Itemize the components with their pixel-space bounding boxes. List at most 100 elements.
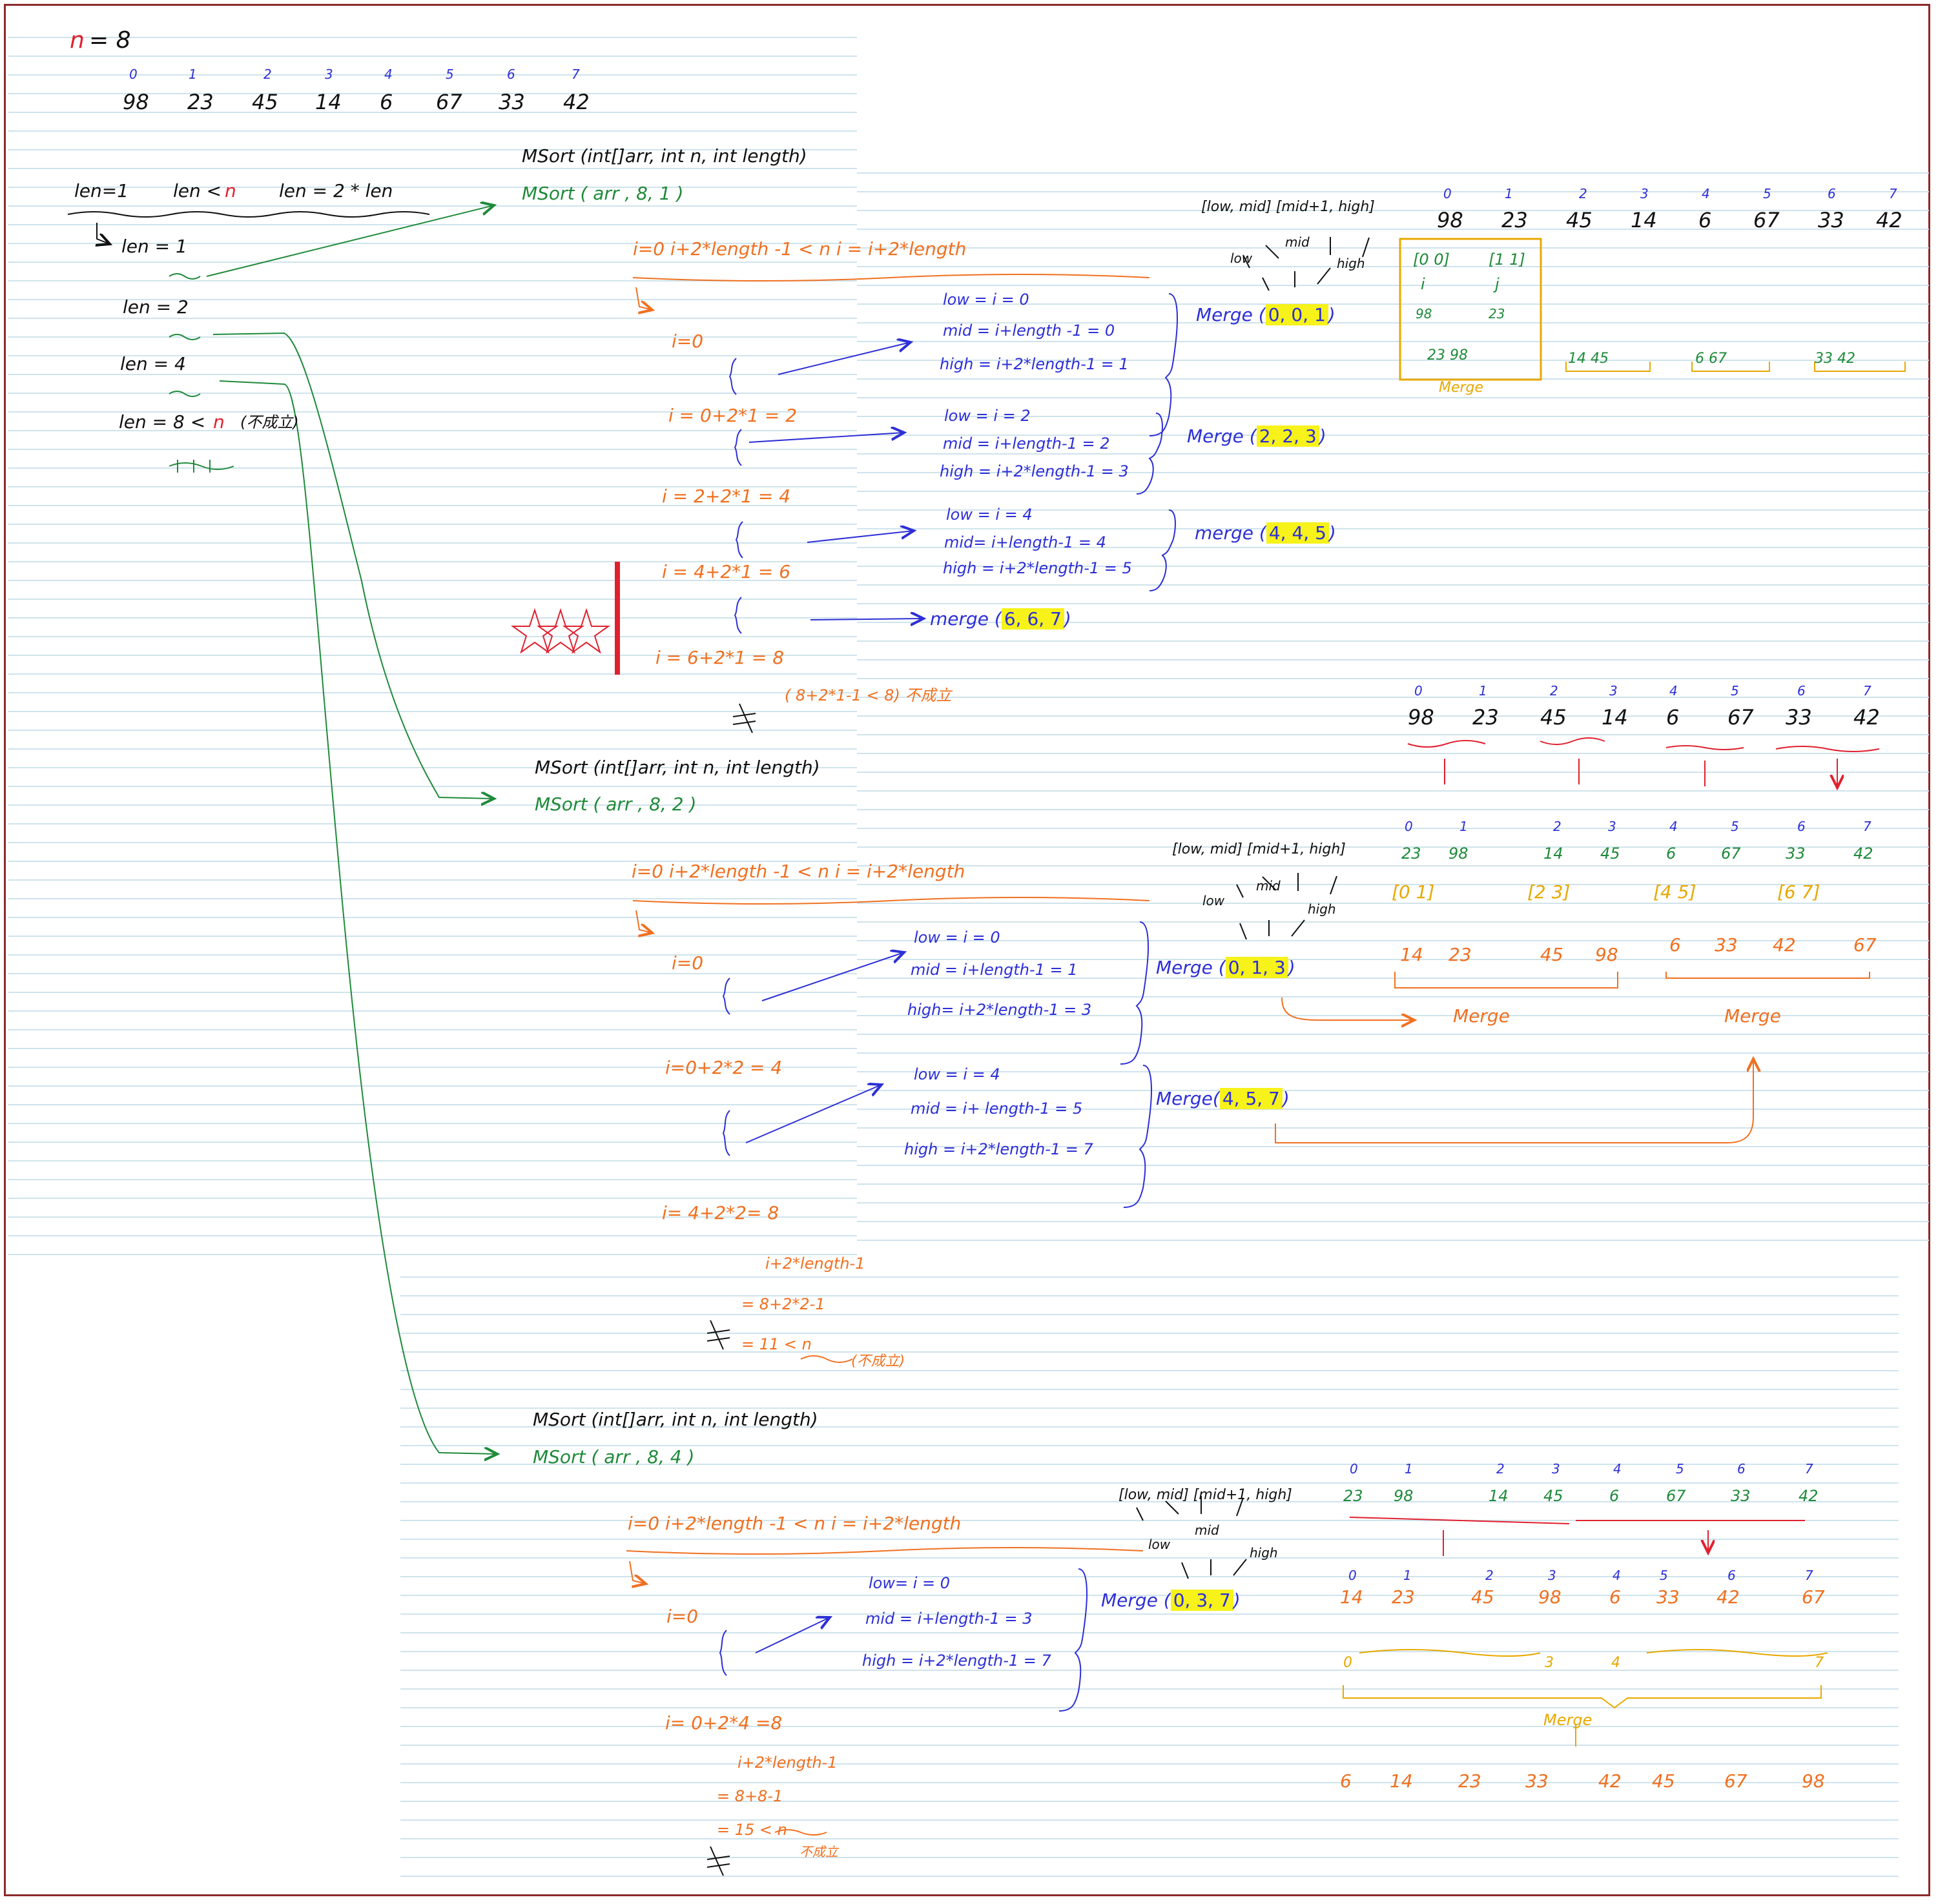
s3-final-value-6: 67 <box>1724 1770 1747 1792</box>
s3-mid-index-1: 1 <box>1403 1568 1412 1583</box>
s3-top-value-5: 67 <box>1666 1487 1686 1505</box>
s2-merged-right-3: 67 <box>1853 934 1877 956</box>
header-value-3: 14 <box>315 90 342 114</box>
s3-top-index-0: 0 <box>1350 1461 1358 1477</box>
s3-final-value-5: 45 <box>1652 1770 1675 1792</box>
s1-array-value-6: 33 <box>1818 208 1844 232</box>
loop-init: len=1 <box>74 180 129 201</box>
s2-top-index-0: 0 <box>1414 683 1423 699</box>
s2-top-index-2: 2 <box>1550 683 1558 699</box>
s2-merge-2: Merge(4, 5, 7) <box>1156 1088 1290 1109</box>
s3-top-index-6: 6 <box>1737 1461 1746 1477</box>
s3-top-value-3: 45 <box>1543 1487 1563 1505</box>
s2-top-index-4: 4 <box>1669 683 1678 699</box>
s2-top-value-3: 14 <box>1602 705 1628 730</box>
s2-merged-left-2: 45 <box>1540 944 1563 965</box>
s1-box-j: j <box>1495 275 1500 293</box>
s3-range-7: 7 <box>1815 1655 1824 1671</box>
s3-merge-label: Merge <box>1543 1711 1593 1729</box>
s3-top-index-4: 4 <box>1613 1461 1622 1477</box>
s2-top-value-1: 23 <box>1472 705 1499 730</box>
for-loop-1: i=0 i+2*length -1 < n i = i+2*length <box>633 238 967 260</box>
s3-calc-0: i+2*length-1 <box>737 1754 838 1772</box>
s2-sorted-index-1: 1 <box>1459 819 1468 834</box>
s3-top-index-2: 2 <box>1496 1461 1505 1477</box>
s2-sorted-value-7: 42 <box>1853 845 1873 863</box>
s3-top-index-3: 3 <box>1552 1461 1560 1477</box>
s2-g2-high: high = i+2*length-1 = 7 <box>904 1140 1093 1158</box>
s2-merged-right-1: 33 <box>1715 934 1738 956</box>
s1-i-8: i = 6+2*1 = 8 <box>655 647 785 668</box>
header-index-7: 7 <box>572 67 580 82</box>
s2-calc-2: = 11 < n <box>741 1335 812 1353</box>
s2-top-value-4: 6 <box>1666 705 1680 730</box>
s1-array-value-7: 42 <box>1876 208 1902 232</box>
s2-g2-low: low = i = 4 <box>914 1065 1000 1083</box>
s1-g1-mid: mid = i+length -1 = 0 <box>943 322 1115 340</box>
page-frame <box>4 4 1930 1896</box>
s3-final-value-1: 14 <box>1390 1770 1413 1792</box>
header-value-1: 23 <box>187 90 214 114</box>
s3-range-head: [low, mid] [mid+1, high] <box>1118 1487 1292 1503</box>
s1-g1-high: high = i+2*length-1 = 1 <box>940 355 1129 373</box>
s1-range-mid: mid <box>1285 234 1310 250</box>
s3-top-index-5: 5 <box>1676 1461 1684 1477</box>
s2-merge-label-2: Merge <box>1724 1005 1781 1027</box>
s2-calc-3: (不成立) <box>851 1353 905 1369</box>
s3-g1-mid: mid = i+length-1 = 3 <box>865 1610 1033 1628</box>
s1-box-right: [1 1] <box>1489 251 1525 269</box>
s2-merged-left-0: 14 <box>1400 944 1423 965</box>
len-2-label: len = 2 <box>123 296 189 318</box>
s2-top-value-7: 42 <box>1853 705 1880 730</box>
s3-top-value-4: 6 <box>1609 1487 1620 1505</box>
s2-sorted-index-4: 4 <box>1669 819 1678 834</box>
s3-range-4: 4 <box>1611 1655 1620 1671</box>
s2-calc-0: i+2*length-1 <box>765 1254 865 1273</box>
header-index-2: 2 <box>263 67 272 82</box>
s3-final-value-0: 6 <box>1340 1770 1352 1792</box>
header-value-5: 67 <box>436 90 462 114</box>
s1-merge-1: Merge (0, 0, 1) <box>1196 304 1335 325</box>
len-1-label: len = 1 <box>121 236 187 257</box>
s1-array-value-3: 14 <box>1631 208 1657 232</box>
s3-final-value-3: 33 <box>1525 1770 1549 1792</box>
s3-mid-index-5: 5 <box>1660 1568 1668 1583</box>
s3-range-0: 0 <box>1343 1655 1352 1671</box>
s3-i-8: i= 0+2*4 =8 <box>665 1712 783 1734</box>
s1-g3-mid: mid= i+length-1 = 4 <box>944 533 1106 551</box>
s2-top-value-6: 33 <box>1786 705 1812 730</box>
s2-merged-right-2: 42 <box>1773 934 1796 956</box>
header-index-5: 5 <box>446 67 454 82</box>
s2-sorted-index-2: 2 <box>1553 819 1562 834</box>
loop-cond-n: n <box>225 180 236 201</box>
ruled-background-top <box>8 19 857 1259</box>
s2-g1-high: high= i+2*length-1 = 3 <box>907 1001 1092 1019</box>
loop-update: len = 2 * len <box>279 180 393 201</box>
s3-mid-value-3: 98 <box>1538 1586 1562 1608</box>
msort-signature-1: MSort (int[]arr, int n, int length) <box>522 145 807 167</box>
s3-top-value-0: 23 <box>1343 1487 1363 1505</box>
s2-sorted-index-3: 3 <box>1608 819 1616 834</box>
msort-call-1: MSort ( arr , 8, 1 ) <box>522 183 684 204</box>
s3-final-value-2: 23 <box>1458 1770 1481 1792</box>
s1-range-low: low <box>1230 251 1253 266</box>
s2-range-high: high <box>1308 901 1336 917</box>
s3-mid-index-7: 7 <box>1805 1568 1813 1583</box>
s3-g1-high: high = i+2*length-1 = 7 <box>862 1652 1051 1670</box>
s1-array-index-0: 0 <box>1443 186 1452 201</box>
s1-range-head: [low, mid] [mid+1, high] <box>1201 199 1375 215</box>
s1-array-index-3: 3 <box>1640 186 1649 201</box>
s3-top-value-6: 33 <box>1731 1487 1751 1505</box>
s3-mid-value-4: 6 <box>1609 1586 1621 1608</box>
s3-top-index-1: 1 <box>1405 1461 1413 1477</box>
s1-i-0: i=0 <box>672 331 704 352</box>
s2-sorted-index-5: 5 <box>1731 819 1739 834</box>
s3-top-value-2: 14 <box>1489 1487 1509 1505</box>
s3-top-index-7: 7 <box>1805 1461 1813 1477</box>
s1-array-value-5: 67 <box>1753 208 1780 232</box>
s2-sorted-value-3: 45 <box>1600 845 1620 863</box>
s2-g1-low: low = i = 0 <box>914 928 1000 947</box>
s1-array-value-4: 6 <box>1698 208 1712 232</box>
for-loop-3: i=0 i+2*length -1 < n i = i+2*length <box>628 1513 962 1534</box>
n-value: = 8 <box>89 27 131 54</box>
